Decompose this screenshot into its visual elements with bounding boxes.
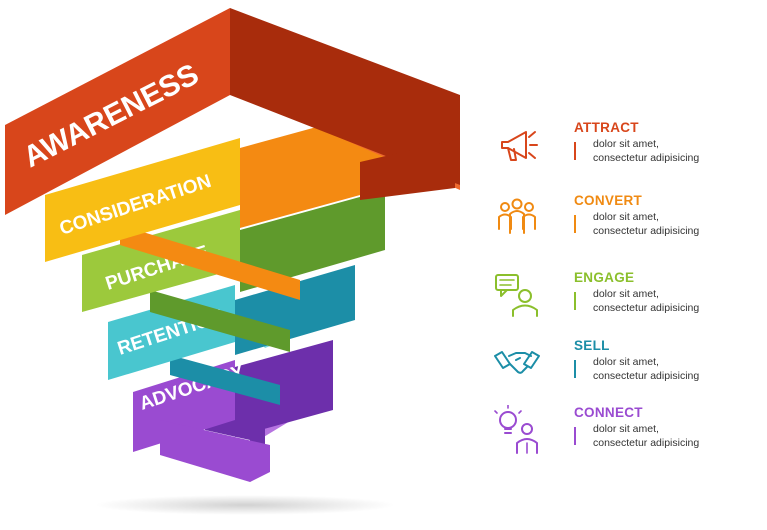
tier-lower-face xyxy=(360,140,455,200)
step-desc-line-2: consectetur adipisicing xyxy=(593,225,700,237)
step-desc-line-2: consectetur adipisicing xyxy=(593,152,700,164)
tier-side-face xyxy=(230,8,460,185)
step-item-connect: CONNECT dolor sit amet, consectetur adip… xyxy=(492,405,762,471)
funnel-tier-awareness: AWARENESS xyxy=(5,8,460,215)
handshake-icon xyxy=(494,351,540,374)
step-description: dolor sit amet, consectetur adipisicing xyxy=(593,210,699,238)
step-desc-line-1: dolor sit amet, xyxy=(593,138,659,150)
megaphone-icon xyxy=(501,131,538,161)
step-divider xyxy=(574,292,576,310)
funnel-diagram: ADVOCACY RETENTION PURCHASE CONSIDERATIO… xyxy=(5,8,460,515)
step-desc-line-1: dolor sit amet, xyxy=(593,356,659,368)
step-title: SELL xyxy=(574,338,610,353)
step-divider xyxy=(574,142,576,160)
tier-lower-face xyxy=(160,420,270,482)
step-desc-line-1: dolor sit amet, xyxy=(593,288,659,300)
tier-inner-face xyxy=(120,225,300,300)
funnel-shadow xyxy=(95,495,395,515)
step-divider xyxy=(574,215,576,233)
tier-side-face xyxy=(240,190,385,292)
step-item-attract: ATTRACT dolor sit amet, consectetur adip… xyxy=(492,120,762,186)
step-description: dolor sit amet, consectetur adipisicing xyxy=(593,422,699,450)
step-title: CONVERT xyxy=(574,193,643,208)
idea-person-icon xyxy=(494,405,538,454)
tier-inner-face xyxy=(150,290,290,352)
tier-inner-face xyxy=(170,355,280,405)
step-item-convert: CONVERT dolor sit amet, consectetur adip… xyxy=(492,193,762,259)
step-desc-line-2: consectetur adipisicing xyxy=(593,302,700,314)
step-description: dolor sit amet, consectetur adipisicing xyxy=(593,137,699,165)
chat-person-icon xyxy=(495,274,538,317)
step-item-sell: SELL dolor sit amet, consectetur adipisi… xyxy=(492,338,762,404)
tier-front-face xyxy=(5,8,230,215)
step-desc-line-2: consectetur adipisicing xyxy=(593,370,700,382)
step-title: ATTRACT xyxy=(574,120,639,135)
step-description: dolor sit amet, consectetur adipisicing xyxy=(593,287,699,315)
step-divider xyxy=(574,360,576,378)
step-desc-line-1: dolor sit amet, xyxy=(593,211,659,223)
step-desc-line-1: dolor sit amet, xyxy=(593,423,659,435)
tier-front-face xyxy=(82,210,240,312)
step-desc-line-2: consectetur adipisicing xyxy=(593,437,700,449)
step-title: CONNECT xyxy=(574,405,643,420)
step-description: dolor sit amet, consectetur adipisicing xyxy=(593,355,699,383)
step-item-engage: ENGAGE dolor sit amet, consectetur adipi… xyxy=(492,270,762,336)
team-icon xyxy=(498,198,536,234)
step-title: ENGAGE xyxy=(574,270,635,285)
tier-front-face xyxy=(45,138,240,262)
step-divider xyxy=(574,427,576,445)
